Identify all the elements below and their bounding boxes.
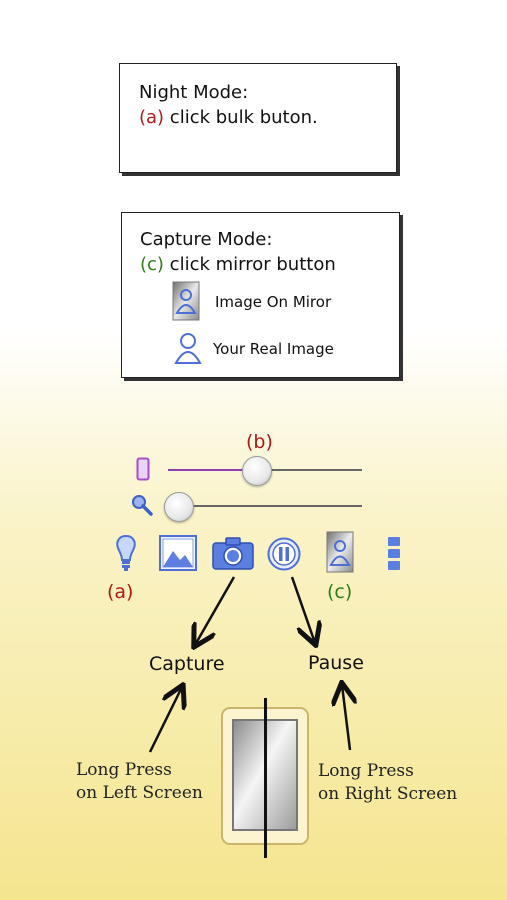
arrow-left-press-to-capture xyxy=(148,687,182,753)
capture-mode-text: click mirror button xyxy=(163,254,336,275)
zoom-slider-knob[interactable] xyxy=(163,492,194,522)
left-press-line1: Long Press xyxy=(76,760,172,780)
capture-mode-instruction: (c) click mirror button xyxy=(140,254,336,275)
zoom-icon xyxy=(132,495,153,516)
capture-mode-title: Capture Mode: xyxy=(140,229,273,250)
pause-label: Pause xyxy=(308,652,364,674)
arrow-pause-to-pause xyxy=(290,576,315,643)
capture-mode-box: Capture Mode: (c) click mirror button Im… xyxy=(121,212,400,378)
marker-c-toolbar: (c) xyxy=(327,581,353,603)
right-press-line2: on Right Screen xyxy=(318,784,458,804)
menu-icon[interactable] xyxy=(387,536,401,572)
mirror-person-icon xyxy=(172,281,200,321)
brightness-slider-knob[interactable] xyxy=(241,456,272,486)
pause-icon[interactable] xyxy=(267,537,301,571)
gallery-icon[interactable] xyxy=(159,535,197,571)
legend-real-label: Your Real Image xyxy=(213,340,334,358)
arrow-right-press-to-pause xyxy=(342,685,350,751)
left-press-line2: on Left Screen xyxy=(76,783,203,803)
annotation-arrows xyxy=(148,576,507,753)
legend-mirror-label: Image On Miror xyxy=(215,293,332,311)
right-press-line1: Long Press xyxy=(318,761,414,781)
person-outline-icon xyxy=(174,333,202,364)
mirror-icon[interactable] xyxy=(326,531,354,573)
zoom-slider-track[interactable] xyxy=(168,505,362,507)
marker-c: (c) xyxy=(140,254,164,275)
camera-icon[interactable] xyxy=(212,536,254,570)
night-mode-title: Night Mode: xyxy=(139,82,249,103)
phone-brightness-icon xyxy=(136,457,150,481)
arrow-camera-to-capture xyxy=(195,576,236,645)
marker-b: (b) xyxy=(246,431,273,453)
night-mode-instruction: (a) click bulk buton. xyxy=(139,107,318,128)
screen-divider-line xyxy=(264,698,267,858)
night-mode-box: Night Mode: (a) click bulk buton. xyxy=(119,63,397,173)
marker-a-toolbar: (a) xyxy=(107,581,134,603)
capture-label: Capture xyxy=(149,653,225,675)
night-mode-text: click bulk buton. xyxy=(164,107,318,128)
bulb-icon[interactable] xyxy=(113,533,139,573)
marker-a: (a) xyxy=(139,107,165,128)
